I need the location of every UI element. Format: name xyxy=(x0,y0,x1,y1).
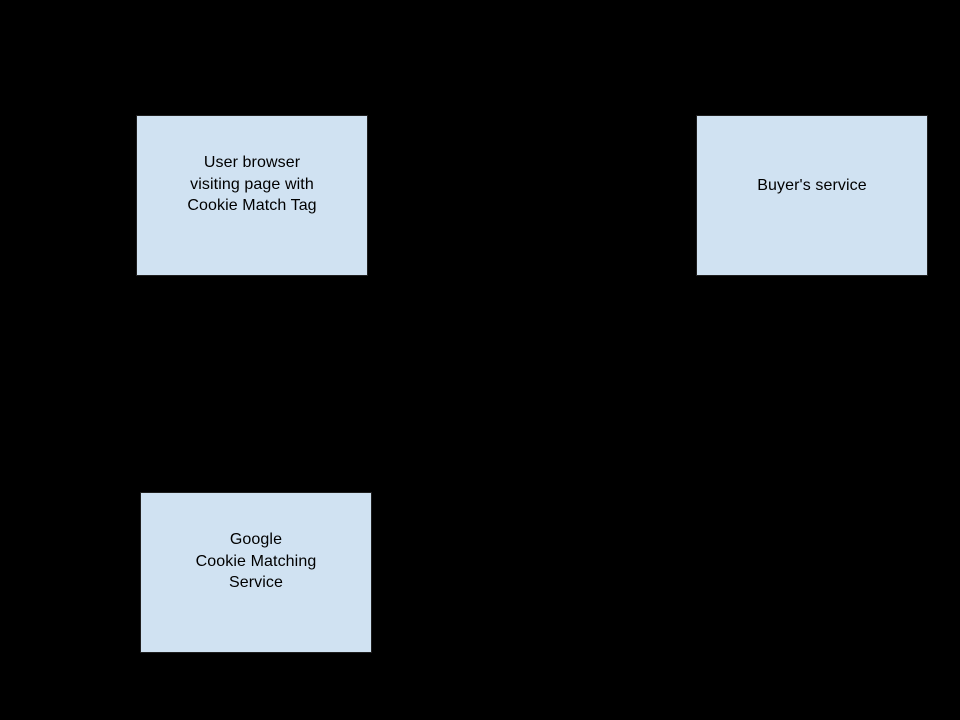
node-user-browser[interactable]: User browser visiting page with Cookie M… xyxy=(136,115,368,276)
node-google-cookie-matching-service[interactable]: Google Cookie Matching Service xyxy=(140,492,372,653)
node-user-browser-label: User browser visiting page with Cookie M… xyxy=(187,154,317,215)
node-buyers-service-label: Buyer's service xyxy=(757,176,867,194)
node-google-cookie-matching-service-label: Google Cookie Matching Service xyxy=(195,531,317,592)
node-buyers-service[interactable]: Buyer's service xyxy=(696,115,928,276)
